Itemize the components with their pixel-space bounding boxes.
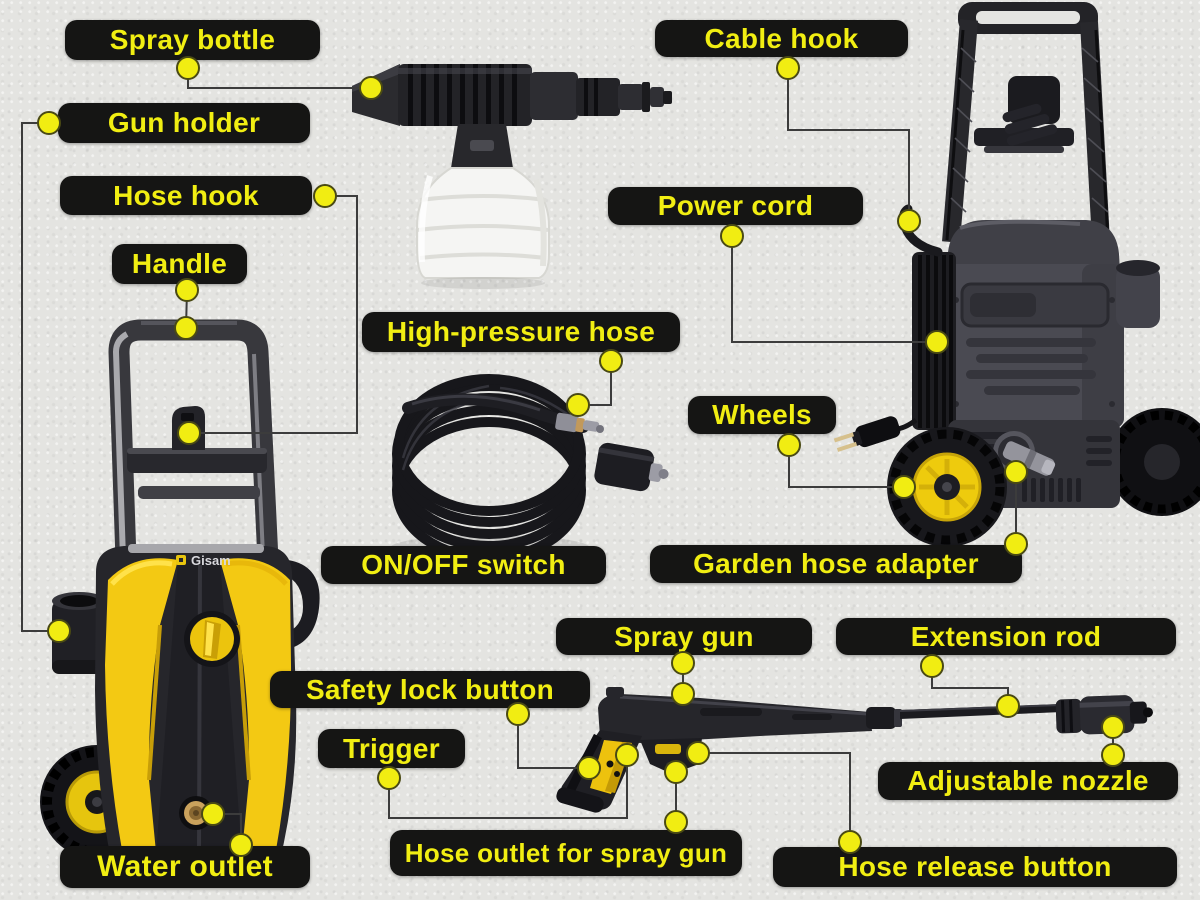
label-wheels: Wheels [688, 396, 836, 434]
label-text: Cable hook [704, 22, 859, 54]
label-text: Hose hook [113, 179, 259, 211]
label-handle: Handle [112, 244, 247, 284]
label-extension-rod: Extension rod [836, 618, 1176, 655]
label-trigger: Trigger [318, 729, 465, 768]
label-text: Handle [131, 248, 228, 279]
label-cable-hook: Cable hook [655, 20, 908, 57]
label-text: Safety lock button [305, 673, 555, 705]
label-hose-outlet-for-spray-gun: Hose outlet for spray gun [390, 830, 742, 876]
hose-fitting [555, 412, 604, 433]
label-text: Water outlet [97, 850, 273, 883]
label-safety-lock-button: Safety lock button [270, 671, 590, 708]
label-adjustable-nozzle: Adjustable nozzle [878, 762, 1178, 800]
label-text: Power cord [657, 190, 814, 221]
rear-washer-illustration [833, 2, 1200, 547]
rear-washer-wheel [887, 427, 1007, 547]
label-text: ON/OFF switch [361, 549, 566, 580]
spray-bottle-illustration [352, 64, 672, 289]
trigger-part [556, 730, 642, 813]
label-on-off-switch: ON/OFF switch [321, 546, 606, 584]
hose-adapter [594, 442, 669, 492]
power-plug [833, 416, 901, 452]
label-text: Spray gun [614, 620, 754, 652]
adjustable-nozzle-illustration [1055, 695, 1153, 735]
label-hose-hook: Hose hook [60, 176, 312, 215]
label-text: Adjustable nozzle [907, 765, 1149, 796]
label-text: Extension rod [910, 620, 1102, 652]
label-text: Wheels [712, 399, 812, 430]
label-text: Trigger [342, 732, 440, 764]
label-text: Garden hose adapter [693, 548, 979, 579]
label-text: Spray bottle [109, 24, 276, 55]
label-text: Hose release button [838, 851, 1112, 882]
high-pressure-hose-illustration [390, 374, 669, 563]
on-off-switch-part [184, 611, 240, 667]
brand-logo-text: Gisam [191, 553, 231, 568]
front-washer-illustration: Gisam [40, 319, 320, 886]
label-hose-release-button: Hose release button [773, 847, 1177, 887]
hose-hook-part [172, 406, 205, 450]
label-spray-bottle: Spray bottle [65, 20, 320, 60]
label-text: Gun holder [107, 107, 261, 138]
brand-logo: Gisam [176, 553, 231, 568]
label-text: High-pressure hose [386, 316, 656, 347]
label-power-cord: Power cord [608, 187, 863, 225]
water-outlet-part [179, 796, 213, 830]
label-spray-gun: Spray gun [556, 618, 812, 655]
label-gun-holder: Gun holder [58, 103, 310, 143]
label-water-outlet: Water outlet [60, 846, 310, 888]
extension-rod-illustration [866, 704, 1062, 729]
label-text: Hose outlet for spray gun [404, 837, 728, 868]
label-garden-hose-adapter: Garden hose adapter [650, 545, 1022, 583]
label-high-pressure-hose: High-pressure hose [362, 312, 680, 352]
